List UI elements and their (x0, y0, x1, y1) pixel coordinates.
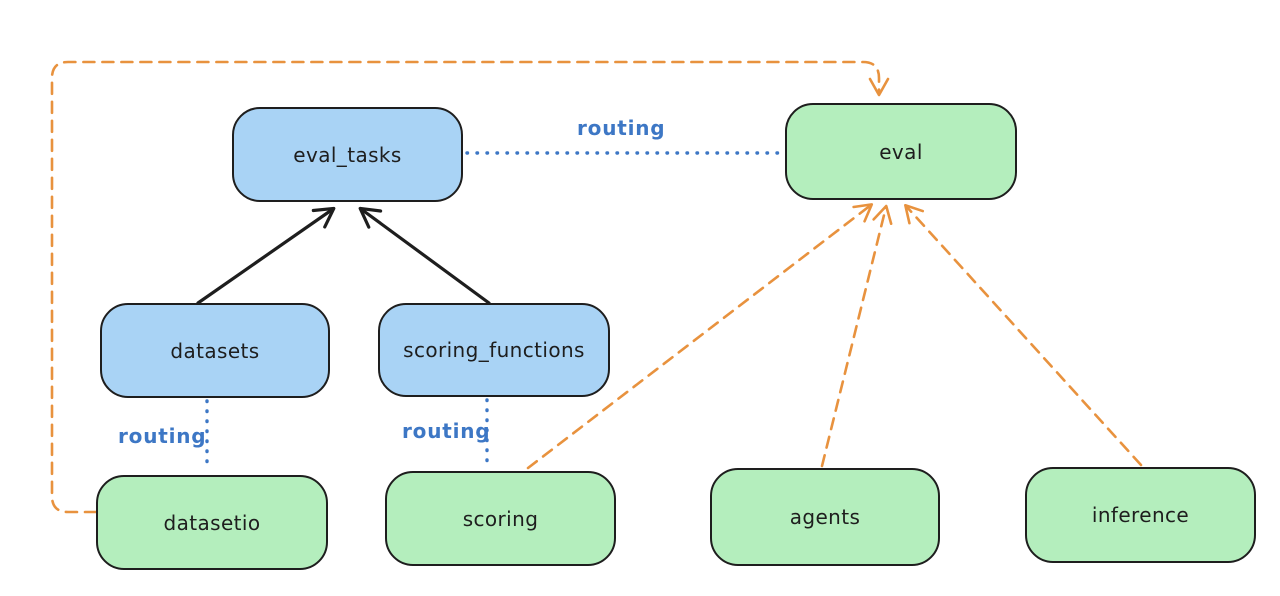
edge-label-routing-eval-tasks-eval: routing (577, 116, 666, 140)
edge-scoring-functions-to-eval-tasks (358, 206, 491, 305)
edge-label-routing-datasets-datasetio: routing (118, 424, 207, 448)
node-datasetio: datasetio (96, 475, 328, 570)
node-agents-label: agents (789, 505, 861, 529)
node-scoring-label: scoring (462, 506, 539, 531)
edge-agents-to-eval (820, 204, 893, 468)
node-scoring-functions: scoring_functions (378, 303, 610, 397)
edge-scoring-to-eval (526, 203, 874, 470)
edge-inference-to-eval (904, 203, 1143, 467)
node-eval-label: eval (879, 139, 923, 164)
node-datasetio-label: datasetio (163, 510, 261, 535)
node-scoring: scoring (385, 471, 616, 566)
node-inference: inference (1025, 467, 1256, 563)
edge-label-routing-scoring-functions-scoring: routing (402, 419, 491, 443)
node-eval-tasks-label: eval_tasks (293, 142, 402, 167)
edge-datasets-to-eval-tasks (196, 206, 336, 305)
node-datasets: datasets (100, 303, 330, 398)
node-scoring-functions-label: scoring_functions (403, 338, 585, 362)
node-agents: agents (710, 468, 940, 566)
node-datasets-label: datasets (170, 338, 260, 363)
node-eval-tasks: eval_tasks (232, 107, 463, 202)
node-eval: eval (785, 103, 1017, 200)
edge-datasetio-to-eval (50, 60, 890, 514)
node-inference-label: inference (1091, 503, 1190, 527)
